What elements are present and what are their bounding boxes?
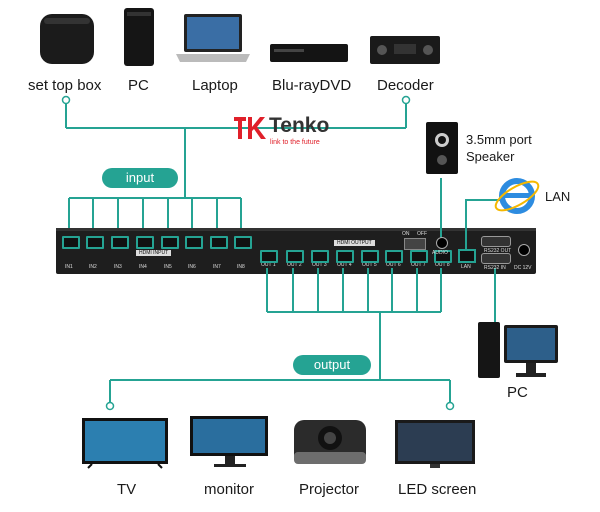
projector-icon [294, 420, 366, 464]
hdmi-input-label-6: IN6 [188, 264, 196, 270]
bluray-player-icon [270, 44, 348, 62]
hdmi-output-label-5: OUT 5 [362, 262, 377, 268]
speaker-port-label: 3.5mm port [466, 132, 532, 147]
speaker-icon [426, 122, 458, 174]
tenko-logo-mark-icon [234, 117, 266, 139]
hdmi-output-port-8 [434, 250, 452, 263]
hdmi-input-label-7: IN7 [213, 264, 221, 270]
rs232-in-port [481, 253, 511, 264]
input-pill: input [102, 168, 178, 188]
hdmi-output-label-7: OUT 7 [411, 262, 426, 268]
hdmi-output-port-7 [410, 250, 428, 263]
power-switch [404, 238, 426, 250]
speaker-lan-lines [440, 178, 501, 254]
dc-power-jack [518, 244, 530, 256]
dc-power-label: DC 12V [514, 265, 532, 271]
source-label-laptop: Laptop [192, 77, 238, 94]
output-pill: output [293, 355, 371, 375]
hdmi-output-port-6 [385, 250, 403, 263]
pc-workstation-label: PC [507, 384, 528, 401]
tenko-logo-tagline: link to the future [270, 139, 320, 146]
hdmi-output-port-5 [361, 250, 379, 263]
hdmi-output-label-2: OUT 2 [287, 262, 302, 268]
output-label-led-screen: LED screen [398, 481, 477, 498]
hdmi-output-label-6: OUT 6 [386, 262, 401, 268]
hdmi-input-port-2 [86, 236, 104, 249]
source-label-bluray: Blu-rayDVD [272, 77, 352, 94]
hdmi-input-port-3 [111, 236, 129, 249]
hdmi-output-title: HDMI OUTPUT [334, 240, 375, 246]
source-label-decoder: Decoder [377, 77, 434, 94]
rs232-in-label: RS232 IN [484, 265, 506, 271]
hdmi-output-port-4 [336, 250, 354, 263]
output-connection-lines [109, 268, 496, 404]
hdmi-input-port-4 [136, 236, 154, 249]
source-label-pc: PC [128, 77, 149, 94]
power-switch-on-label: ON [402, 231, 410, 237]
hdmi-input-label-8: IN8 [237, 264, 245, 270]
tenko-logo: Tenko link to the future [232, 113, 352, 149]
hdmi-input-port-6 [185, 236, 203, 249]
hdmi-input-label-1: IN1 [65, 264, 73, 270]
source-label-set-top-box: set top box [28, 77, 102, 94]
speaker-label: Speaker [466, 149, 515, 164]
hdmi-input-port-7 [210, 236, 228, 249]
output-label-tv: TV [117, 481, 137, 498]
hdmi-output-port-3 [311, 250, 329, 263]
hdmi-output-label-8: OUT 8 [435, 262, 450, 268]
internet-explorer-icon [494, 178, 540, 214]
output-label-monitor: monitor [204, 481, 255, 498]
pc-tower-icon [124, 8, 154, 66]
hdmi-input-label-3: IN3 [114, 264, 122, 270]
tv-icon [82, 418, 168, 469]
set-top-box-icon [40, 14, 94, 64]
hdmi-input-port-5 [161, 236, 179, 249]
lan-port-label: LAN [461, 264, 471, 270]
hdmi-input-port-1 [62, 236, 80, 249]
tenko-logo-name: Tenko [269, 114, 330, 137]
rs232-out-label: RS232 OUT [484, 248, 512, 254]
hdmi-input-label-4: IN4 [139, 264, 147, 270]
power-switch-off-label: OFF [417, 231, 427, 237]
led-screen-icon [395, 420, 475, 468]
audio-jack [436, 237, 448, 249]
hdmi-output-port-2 [286, 250, 304, 263]
pc-workstation-icon [478, 322, 558, 378]
hdmi-output-label-3: OUT 3 [312, 262, 327, 268]
decoder-icon [370, 36, 440, 64]
monitor-icon [190, 416, 268, 467]
lan-label: LAN [545, 189, 571, 204]
audio-label: AUDIO [432, 250, 448, 256]
hdmi-input-port-8 [234, 236, 252, 249]
hdmi-output-label-4: OUT 4 [337, 262, 352, 268]
hdmi-input-title: HDMI INPUT [136, 250, 172, 256]
lan-port [458, 249, 476, 263]
laptop-icon [176, 14, 250, 62]
hdmi-output-label-1: OUT 1 [261, 262, 276, 268]
hdmi-input-label-5: IN5 [164, 264, 172, 270]
output-label-projector: Projector [299, 481, 360, 498]
hdmi-output-port-1 [260, 250, 278, 263]
rs232-out-port [481, 236, 511, 247]
hdmi-input-label-2: IN2 [89, 264, 97, 270]
